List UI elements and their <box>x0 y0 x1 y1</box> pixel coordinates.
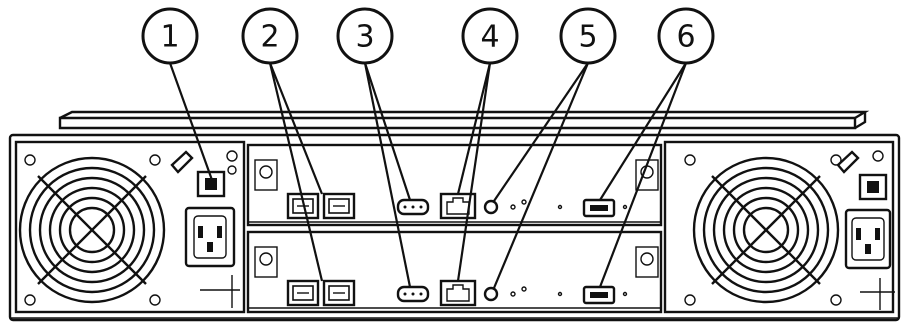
right-fan-grill <box>684 154 842 306</box>
callout-4: 4 <box>461 7 519 65</box>
leader-4a <box>456 62 492 195</box>
host-ports-top <box>286 192 356 220</box>
ac-power-inlet-left <box>184 206 236 268</box>
left-power-supply <box>14 140 246 314</box>
host-ports-bottom <box>286 279 356 307</box>
leader-6a <box>599 62 687 201</box>
callout-1: 1 <box>141 7 199 65</box>
leader-5b <box>492 62 590 289</box>
leader-3b <box>363 62 412 288</box>
expansion-port-top <box>582 198 616 218</box>
leader-3a <box>363 62 412 201</box>
service-port-top <box>483 199 527 215</box>
controller-bottom <box>246 230 663 314</box>
cli-port-top <box>396 198 430 216</box>
callout-2: 2 <box>241 7 299 65</box>
leader-lines <box>168 62 688 289</box>
left-fan-grill <box>18 154 166 306</box>
svg-text:5: 5 <box>578 20 597 55</box>
callout-3: 3 <box>336 7 394 65</box>
svg-text:3: 3 <box>355 20 374 55</box>
svg-text:2: 2 <box>260 20 279 55</box>
callout-5: 5 <box>559 7 617 65</box>
service-port-bottom <box>483 286 527 302</box>
cli-port-bottom <box>396 285 430 303</box>
ethernet-port-bottom <box>439 279 477 307</box>
leader-5a <box>493 62 589 202</box>
power-switch-right <box>858 173 888 201</box>
ac-power-inlet-right <box>844 208 892 270</box>
right-power-supply <box>663 140 895 314</box>
chassis <box>8 110 901 322</box>
power-switch-left <box>196 170 226 198</box>
leader-2b <box>268 62 324 282</box>
leader-2a <box>268 62 324 195</box>
svg-text:6: 6 <box>676 20 695 55</box>
expansion-port-bottom <box>582 285 616 305</box>
controller-top <box>246 143 663 227</box>
leader-6b <box>598 62 688 288</box>
leader-1 <box>168 62 214 181</box>
callout-6: 6 <box>657 7 715 65</box>
leader-4b <box>456 62 492 282</box>
svg-text:1: 1 <box>160 20 179 55</box>
svg-text:4: 4 <box>480 20 499 55</box>
